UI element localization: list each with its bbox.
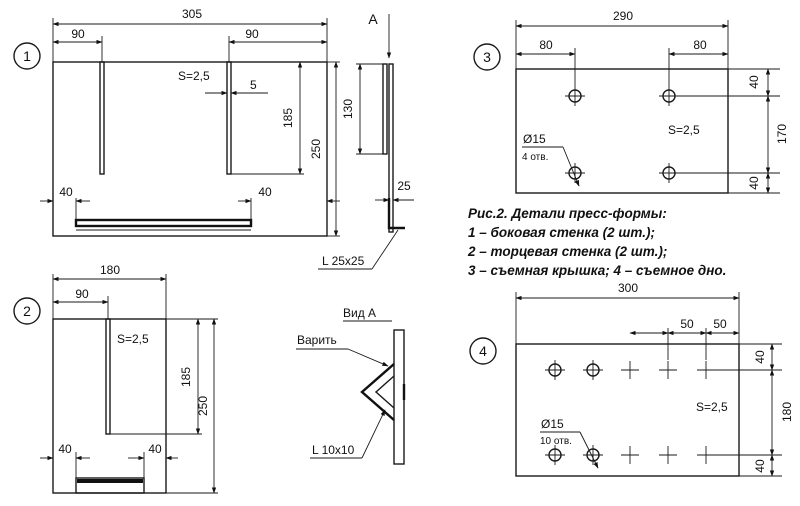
part1-dim-slot-left: 90 <box>71 27 85 41</box>
part1-dim-bottom-left: 40 <box>59 185 73 199</box>
part1-side-wall: 1 305 90 90 S=2,5 5 185 <box>13 7 340 237</box>
part3-lid: 3 290 80 80 S=2,5 Ø15 4 отв. <box>473 9 789 194</box>
part2-dim-height: 250 <box>196 396 210 416</box>
part3-number-circle <box>473 43 501 71</box>
part3-hole-centerlines <box>565 86 679 183</box>
part2-dim-bottom-right: 40 <box>148 442 162 456</box>
section-a-arrow-label: A <box>368 11 378 27</box>
part3-thickness: S=2,5 <box>668 123 700 137</box>
view-a-angle-inner <box>374 375 395 409</box>
part4-plate <box>515 343 740 477</box>
view-a-weld-leader <box>347 348 389 367</box>
part3-dim-middle: 170 <box>775 124 789 144</box>
view-a-weld-label: Варить <box>297 333 337 347</box>
part4-dim-top: 40 <box>753 350 767 364</box>
part4-hole-callout-leader <box>579 431 599 469</box>
part2-dim-width: 180 <box>100 263 120 277</box>
view-a-plate <box>393 329 405 465</box>
part4-bottom: 4 300 50 50 S=2,5 Ø15 10 отв. <box>469 281 794 477</box>
part2-number-circle <box>13 297 41 325</box>
caption-title: Рис.2. Детали пресс-формы: <box>468 206 667 221</box>
caption-line: 3 – съемная крышка; 4 – съемное дно. <box>468 263 727 278</box>
caption-line: 2 – торцевая стенка (2 шт.); <box>468 244 668 259</box>
part1-thickness: S=2,5 <box>178 69 210 83</box>
part3-dim-width: 290 <box>613 9 633 23</box>
part1-slot-right <box>226 61 232 175</box>
part3-dim-top: 40 <box>747 75 761 89</box>
part1-dim-height: 250 <box>309 139 323 159</box>
part4-holes <box>545 360 715 465</box>
part2-end-wall: 2 180 90 S=2,5 185 250 40 40 <box>13 263 218 494</box>
part4-hole-marks <box>621 361 715 464</box>
view-a-angle-leader <box>361 409 386 459</box>
part4-dim-pitch1: 50 <box>680 317 694 331</box>
section-a-slot <box>382 63 388 155</box>
part3-number: 3 <box>483 49 491 65</box>
part2-bottom-notch <box>75 477 145 494</box>
section-a-plate <box>388 63 394 233</box>
part3-dim-left: 80 <box>539 38 553 52</box>
view-a-angle-label: L 10x10 <box>312 443 355 457</box>
part1-plate <box>52 61 328 237</box>
part2-dim-slot-depth: 185 <box>179 367 193 387</box>
section-a-angle <box>387 198 405 230</box>
view-a-detail: Вид А Варить L 10x10 <box>296 306 406 465</box>
part1-dim-width: 305 <box>182 7 202 21</box>
section-a-leader <box>371 229 399 270</box>
caption-line: 1 – боковая стенка (2 шт.); <box>468 225 655 240</box>
part3-plate <box>515 68 729 194</box>
part1-dim-slot-right: 90 <box>245 27 259 41</box>
part2-thickness: S=2,5 <box>117 332 149 346</box>
part4-number-circle <box>469 337 497 365</box>
section-a-side: A 130 25 L 25x25 <box>318 11 414 270</box>
section-a-dim-height: 130 <box>341 99 355 119</box>
part4-dim-pitch2: 50 <box>713 317 727 331</box>
part1-bottom-angle <box>74 218 253 228</box>
part3-holes <box>565 86 679 183</box>
part4-dim-width: 300 <box>618 281 638 295</box>
part2-dim-bottom-left: 40 <box>58 442 72 456</box>
part3-dim-right: 80 <box>693 38 707 52</box>
part2-bottom-angle <box>77 479 143 483</box>
part2-number: 2 <box>23 303 31 319</box>
part4-number: 4 <box>479 343 487 359</box>
part3-hole-callout-leader <box>562 146 580 187</box>
section-a-angle-label: L 25x25 <box>322 254 365 268</box>
part1-dim-gap: 5 <box>250 78 257 92</box>
part1-number: 1 <box>23 48 31 64</box>
part3-hole-diameter: Ø15 <box>523 132 546 146</box>
part4-hole-count: 10 отв. <box>540 436 572 447</box>
view-a-title: Вид А <box>343 306 376 320</box>
part4-dim-middle: 180 <box>780 402 794 422</box>
part3-hole-count: 4 отв. <box>522 152 548 163</box>
view-a-angle-outer <box>360 363 395 421</box>
part3-dim-bottom: 40 <box>747 176 761 190</box>
figure-caption: Рис.2. Детали пресс-формы: 1 – боковая с… <box>468 204 798 280</box>
part1-number-circle <box>13 42 41 70</box>
part4-dim-bottom: 40 <box>753 459 767 473</box>
part2-dim-slot: 90 <box>75 287 89 301</box>
part1-slot-left <box>99 61 105 175</box>
section-a-dim-leg: 25 <box>397 179 411 193</box>
part4-hole-diameter: Ø15 <box>541 417 564 431</box>
part1-dim-slot-depth: 185 <box>281 108 295 128</box>
part4-thickness: S=2,5 <box>696 400 728 414</box>
part1-dim-bottom-right: 40 <box>258 185 272 199</box>
part4-hole-centerlines <box>545 360 603 465</box>
part2-slot <box>105 318 111 435</box>
